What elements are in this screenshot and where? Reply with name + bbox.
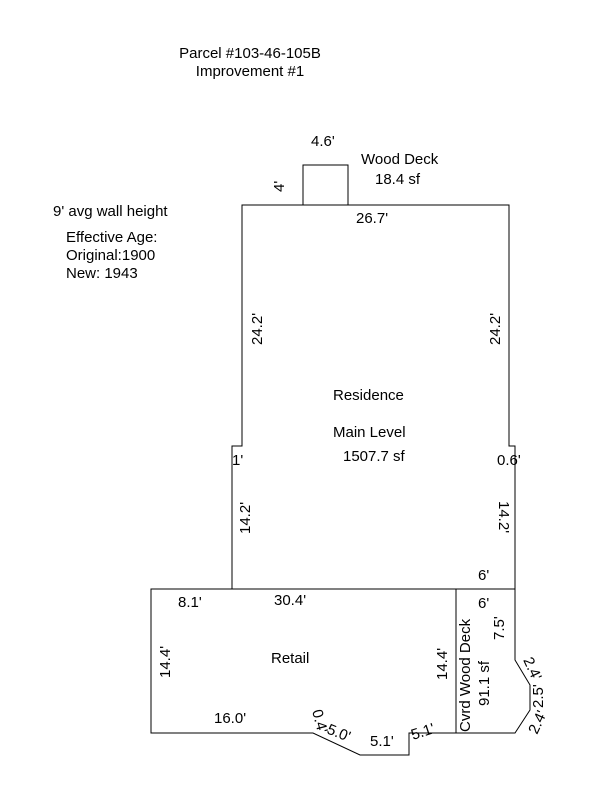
dim-retail-top: 30.4' (274, 592, 306, 609)
dim-cvrd-angle-top: 2.4' (519, 655, 544, 684)
effective-age-block: Effective Age: Original:1900 New: 1943 (66, 229, 157, 283)
residence-label: Residence (333, 387, 404, 404)
new-year: New: 1943 (66, 265, 138, 282)
dim-bay-jog: 0.4' (308, 708, 331, 735)
cvrd-wood-deck-outline (455, 588, 531, 734)
wood-deck-label: Wood Deck (361, 151, 439, 168)
effective-age-label: Effective Age: (66, 229, 158, 246)
cvrd-deck-area: 91.1 sf (476, 660, 493, 706)
dim-retail-top-left: 8.1' (178, 594, 202, 611)
dim-bay-bottom: 5.1' (370, 733, 394, 750)
improvement-number: Improvement #1 (195, 63, 305, 80)
residence-area: 1507.7 sf (343, 448, 406, 465)
dim-cvrd-top: 6' (478, 595, 489, 612)
dim-retail-bottom: 16.0' (214, 710, 246, 727)
dim-res-right-lower: 14.2' (495, 501, 512, 533)
dim-retail-right: 14.4' (434, 648, 451, 680)
wood-deck-area: 18.4 sf (375, 171, 421, 188)
wood-deck-outline (302, 164, 349, 206)
wall-height-note: 9' avg wall height (53, 203, 168, 220)
dim-res-top: 26.7' (356, 210, 388, 227)
dim-res-left-upper: 24.2' (249, 313, 266, 345)
dim-res-bottom-right: 6' (478, 567, 489, 584)
dim-bay-right: 5.1' (409, 720, 437, 744)
dim-res-right-jog: 0.6' (497, 452, 521, 469)
sketch-header: Parcel #103-46-105B Improvement #1 (172, 45, 328, 81)
dim-deck-depth: 4' (271, 181, 288, 192)
dim-res-right-upper: 24.2' (487, 313, 504, 345)
cvrd-deck-label: Cvrd Wood Deck (457, 618, 474, 732)
original-year: Original:1900 (66, 247, 156, 264)
retail-label: Retail (271, 650, 309, 667)
dim-retail-left: 14.4' (157, 646, 174, 678)
dim-cvrd-right: 7.5' (491, 616, 508, 640)
dim-res-left-lower: 14.2' (237, 502, 254, 534)
dim-deck-width: 4.6' (311, 133, 335, 150)
dim-res-left-jog: 1' (232, 452, 243, 469)
dim-bay-left: 5.0' (325, 721, 353, 746)
parcel-number: Parcel #103-46-105B (179, 45, 321, 62)
residence-level-label: Main Level (333, 424, 406, 441)
dim-cvrd-angle-mid: 2.5' (530, 684, 547, 708)
